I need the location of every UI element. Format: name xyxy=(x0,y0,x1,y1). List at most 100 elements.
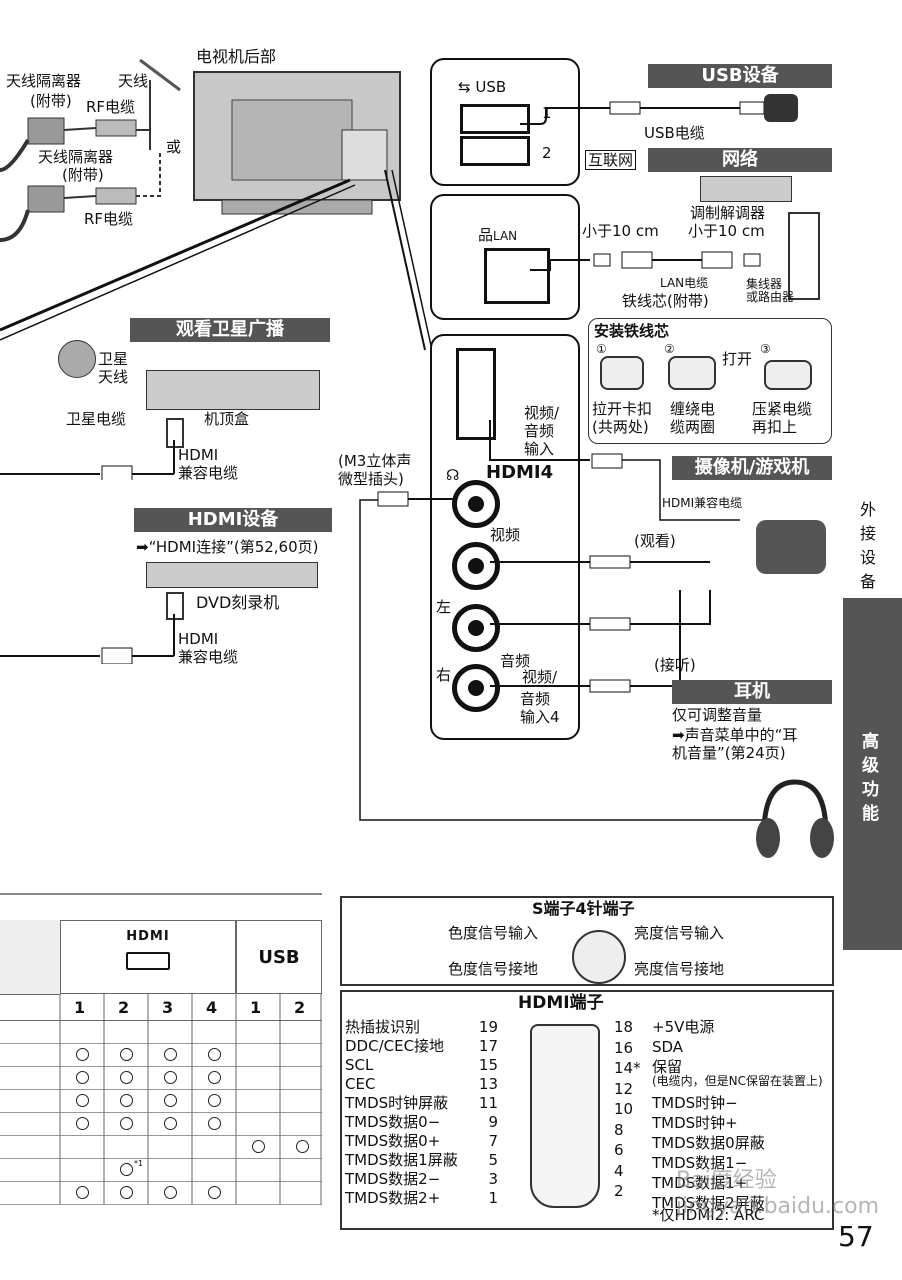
hdmi-cable-label-stb: HDMI 兼容电缆 xyxy=(178,446,238,482)
usb-label-text: USB xyxy=(475,78,506,96)
hdmi-pin-number: 10 xyxy=(614,1100,633,1118)
set-top-box-illustration xyxy=(146,370,320,410)
ferrite-core-label: 铁线芯(附带) xyxy=(622,292,709,310)
lan-label-text: LAN xyxy=(493,229,517,243)
hdmi-connection-reference: ➡“HDMI连接”(第52,60页) xyxy=(136,538,319,556)
hdmi-pin-number: 2 xyxy=(614,1182,624,1200)
usb-port-label: ⇆ USB xyxy=(458,78,506,96)
modem-illustration xyxy=(700,176,792,202)
lan-icon: 品 xyxy=(478,226,493,244)
hdmi-pin-label: TMDS时钟− xyxy=(652,1094,738,1112)
hdmi-pin-label: TMDS数据2− xyxy=(345,1170,440,1188)
usb-icon: ⇆ xyxy=(458,78,471,96)
hdmi-pin-number: 7 xyxy=(468,1132,498,1150)
step-1-number: ① xyxy=(596,342,607,356)
page-number: 57 xyxy=(838,1222,874,1252)
headphone-note-1: 仅可调整音量 xyxy=(672,706,762,724)
hdmi-pin-label: TMDS数据0+ xyxy=(345,1132,440,1150)
reserved-note: (电缆内，但是NC保留在装置上) xyxy=(652,1074,823,1088)
hdmi-pin-number: 15 xyxy=(468,1056,498,1074)
hdmi-cable-line-stb xyxy=(0,440,180,480)
satellite-header: 观看卫星广播 xyxy=(130,318,330,342)
hdmi-header-cell: HDMI xyxy=(60,920,236,994)
hdmi-cable-line-dvd xyxy=(0,614,180,664)
headphone-header: 耳机 xyxy=(672,680,832,704)
usb-device-header: USB设备 xyxy=(648,64,832,88)
watch-label: (观看) xyxy=(634,532,676,550)
sidebar-section-advanced: 高 级 功 能 xyxy=(862,730,879,826)
lan-cable-label: LAN电缆 xyxy=(660,276,708,290)
satellite-dish-label: 卫星 天线 xyxy=(98,350,128,386)
dvd-recorder-label: DVD刻录机 xyxy=(196,594,279,612)
hdmi-pin-label: TMDS数据1屏蔽 xyxy=(345,1151,458,1169)
ferrite-step-3-illustration xyxy=(764,360,812,390)
table-top-rule xyxy=(0,893,322,895)
network-header: 网络 xyxy=(648,148,832,172)
hdmi-pin-number: 8 xyxy=(614,1121,624,1139)
hdmi-device-header: HDMI设备 xyxy=(134,508,332,532)
hdmi-pin-number: 14* xyxy=(614,1059,641,1077)
hdmi-pin-number: 12 xyxy=(614,1080,633,1098)
hdmi-pin-label: TMDS时钟+ xyxy=(652,1114,738,1132)
step-2-number: ② xyxy=(664,342,675,356)
hdmi-pin-number: 18 xyxy=(614,1018,633,1036)
hdmi-pin-number: 13 xyxy=(468,1075,498,1093)
hdmi-pin-number: 16 xyxy=(614,1039,633,1057)
hdmi-pin-number: 4 xyxy=(614,1162,624,1180)
ferrite-step-1-illustration xyxy=(600,356,644,390)
step-3-number: ③ xyxy=(760,342,771,356)
hub-router-label: 集线器 或路由器 xyxy=(746,278,794,304)
hdmi-pin-number: 11 xyxy=(468,1094,498,1112)
hdmi-pin-label: TMDS数据0屏蔽 xyxy=(652,1134,765,1152)
less-than-10cm-right: 小于10 cm xyxy=(688,222,765,240)
lan-port-label: 品LAN xyxy=(478,226,517,244)
usb-header-cell: USB xyxy=(236,920,322,994)
s-terminal-connector-icon xyxy=(572,930,626,984)
usb-header-label: USB xyxy=(237,947,321,968)
modem-label: 调制解调器 xyxy=(690,204,765,222)
s-terminal-title: S端子4针端子 xyxy=(532,900,635,918)
listen-label: (接听) xyxy=(654,656,696,674)
hdmi-pin-label: TMDS数据0− xyxy=(345,1113,440,1131)
camera-header: 摄像机/游戏机 xyxy=(672,456,832,480)
watermark: Bai度经验 jingyan.baidu.com xyxy=(676,1168,879,1220)
camcorder-illustration xyxy=(756,520,826,574)
open-label: 打开 xyxy=(722,350,752,368)
internet-label: 互联网 xyxy=(585,150,636,170)
luma-ground-label: 亮度信号接地 xyxy=(634,960,724,978)
set-top-box-label: 机顶盒 xyxy=(204,410,249,428)
satellite-dish-illustration xyxy=(58,340,96,378)
hdmi-logo: HDMI xyxy=(61,929,235,944)
ferrite-install-title: 安装铁线芯 xyxy=(594,322,669,340)
hdmi-pin-number: 1 xyxy=(468,1189,498,1207)
hdmi-port-icon xyxy=(126,952,170,970)
hdmi-pin-label: SCL xyxy=(345,1056,373,1074)
hdmi-pin-label: +5V电源 xyxy=(652,1018,714,1036)
less-than-10cm-left: 小于10 cm xyxy=(582,222,659,240)
hdmi-pin-number: 3 xyxy=(468,1170,498,1188)
hdmi-cable-label-dvd: HDMI 兼容电缆 xyxy=(178,630,238,666)
sidebar-section-external: 外 接 设 备 xyxy=(860,498,876,594)
hdmi-pin-number: 17 xyxy=(468,1037,498,1055)
hdmi-pin-number: 19 xyxy=(468,1018,498,1036)
camera-hdmi-cable-label: HDMI兼容电缆 xyxy=(662,496,742,510)
hdmi-pin-label: SDA xyxy=(652,1038,683,1056)
hdmi-pin-label: 热插拔识别 xyxy=(345,1018,420,1036)
hdmi-terminal-title: HDMI端子 xyxy=(518,994,604,1012)
hdmi-pin-label: TMDS时钟屏蔽 xyxy=(345,1094,448,1112)
chroma-input-label: 色度信号输入 xyxy=(448,924,538,942)
lan-cable-illustration xyxy=(530,244,780,284)
dvd-recorder-illustration xyxy=(146,562,318,588)
hdmi-pin-number: 9 xyxy=(468,1113,498,1131)
satellite-cable-label: 卫星电缆 xyxy=(66,410,126,428)
luma-input-label: 亮度信号输入 xyxy=(634,924,724,942)
headphone-note-2: ➡声音菜单中的“耳 机音量”(第24页) xyxy=(672,726,797,762)
hdmi-pin-label: TMDS数据2+ xyxy=(345,1189,440,1207)
hdmi-pin-label: CEC xyxy=(345,1075,375,1093)
tv-back-label: 电视机后部 xyxy=(196,48,276,66)
usb-cable-label: USB电缆 xyxy=(644,124,705,142)
hdmi-pin-number: 5 xyxy=(468,1151,498,1169)
hdmi-connector-icon xyxy=(530,1024,600,1208)
table-header-left-cell xyxy=(0,920,60,995)
headphone-illustration xyxy=(750,776,840,866)
